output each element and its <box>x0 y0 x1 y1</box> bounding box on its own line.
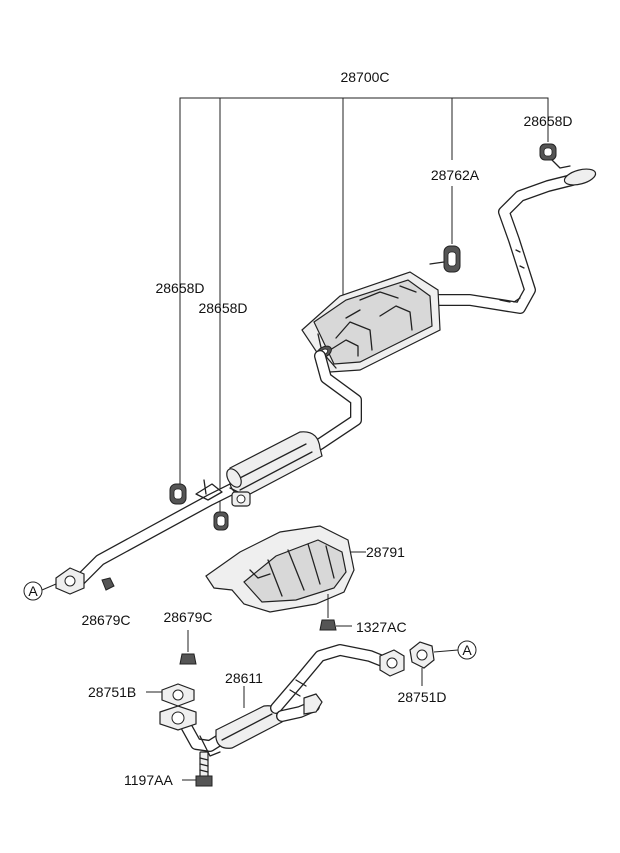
nut-upper <box>101 577 115 591</box>
hanger-rubber-left-1 <box>169 483 187 505</box>
ref-circle-a-bottom: A <box>433 640 477 660</box>
hanger-rubber-top-right <box>539 143 557 161</box>
front-pipe <box>159 644 405 757</box>
heat-shield <box>205 525 366 613</box>
label-28751b: 28751B <box>88 684 136 700</box>
label-28658d-top-right: 28658D <box>523 113 572 129</box>
label-28658d-left-2: 28658D <box>198 300 247 316</box>
bolt-bottom <box>182 751 213 787</box>
label-28791: 28791 <box>366 544 405 560</box>
label-28679c-bottom: 28679C <box>163 609 212 625</box>
label-28751d: 28751D <box>397 689 446 705</box>
label-1197aa: 1197AA <box>124 772 173 788</box>
ref-a-bottom-text: A <box>462 642 472 658</box>
hanger-rubber-left-2 <box>213 511 229 531</box>
ref-circle-a-top: A <box>23 581 57 601</box>
ref-a-top-text: A <box>28 583 38 599</box>
hanger-rubber-mid <box>429 245 461 273</box>
gasket-right <box>409 641 435 686</box>
label-28611: 28611 <box>225 670 263 686</box>
assembly-bracket <box>179 97 549 520</box>
label-28762a: 28762A <box>431 167 480 183</box>
bolt-shield <box>319 594 352 631</box>
front-flange-upper <box>55 567 85 595</box>
label-28679c-top: 28679C <box>81 612 130 628</box>
label-1327ac: 1327AC <box>356 619 407 635</box>
resonator <box>226 431 323 496</box>
hanger-bracket-pipe <box>195 479 251 507</box>
tail-pipe <box>424 159 597 314</box>
gasket-left <box>146 683 195 707</box>
nut-lower <box>179 630 197 665</box>
label-28700c: 28700C <box>340 69 389 85</box>
label-28658d-left-1: 28658D <box>155 280 204 296</box>
